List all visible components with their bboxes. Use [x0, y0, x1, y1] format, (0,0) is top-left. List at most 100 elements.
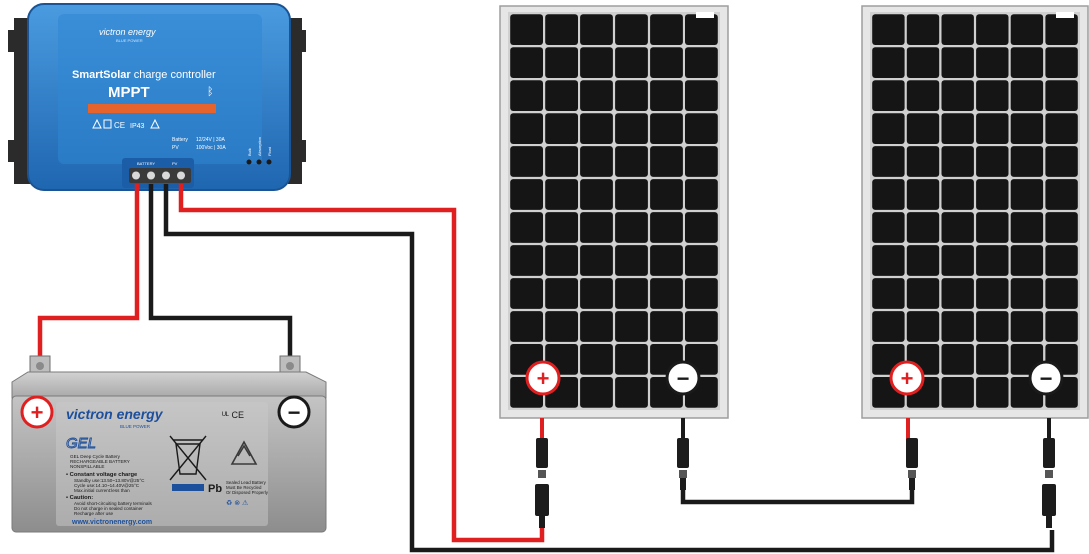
solar-cell	[941, 377, 974, 408]
svg-text:Float: Float	[267, 146, 272, 156]
solar-cell	[615, 311, 648, 342]
panel-2-mc4-minus	[1042, 438, 1056, 528]
solar-cell	[1045, 113, 1078, 144]
solar-cell	[906, 179, 940, 210]
solar-cell	[510, 311, 543, 342]
controller-spec-table: Battery 12/24V | 30A PV 100Voc | 30A	[172, 137, 226, 151]
solar-cell	[976, 113, 1009, 144]
solar-cell	[510, 245, 543, 276]
bluetooth-icon: ᛒ	[207, 86, 214, 98]
wire-battery-negative	[148, 184, 293, 372]
solar-cell	[906, 14, 940, 45]
solar-cell	[580, 377, 613, 408]
solar-cell	[510, 113, 543, 144]
wire-battery-positive	[37, 184, 140, 372]
solar-cell	[545, 278, 578, 309]
svg-text:PV: PV	[172, 161, 178, 166]
svg-text:Max.initial current:less than: Max.initial current:less than	[74, 488, 130, 493]
status-leds: Bulk Absorption Float	[246, 137, 272, 165]
solar-cell	[650, 80, 683, 111]
solar-cell	[1045, 179, 1078, 210]
panel-1-label	[696, 12, 714, 18]
solar-cell	[615, 377, 648, 408]
solar-cell	[1010, 14, 1044, 45]
terminal-battery-plus	[132, 171, 140, 180]
wire-panel-series-link	[680, 488, 915, 505]
svg-text:Do not charge in sealed contai: Do not charge in sealed container	[74, 506, 143, 511]
solar-cell	[545, 14, 578, 45]
solar-cell	[685, 245, 718, 276]
svg-text:Recharge after use: Recharge after use	[74, 511, 114, 516]
panel-1-mc4-minus	[677, 438, 689, 490]
solar-cell	[685, 14, 718, 45]
solar-panel-1: + −	[499, 5, 729, 528]
solar-cell	[650, 212, 683, 243]
battery-pb-bar	[172, 484, 204, 491]
svg-text:Sealed Lead Battery: Sealed Lead Battery	[226, 480, 267, 485]
solar-cell	[650, 311, 683, 342]
svg-text:Cycle use:14.10~14.40V@25°C: Cycle use:14.10~14.40V@25°C	[74, 483, 140, 488]
panel-2-mc4-plus	[906, 438, 918, 490]
solar-cell	[872, 113, 905, 144]
solar-cell	[615, 146, 648, 177]
solar-cell	[650, 278, 683, 309]
panel-1-cells	[510, 14, 718, 408]
solar-cell	[615, 245, 648, 276]
solar-cell	[941, 245, 974, 276]
solar-cell	[941, 80, 974, 111]
solar-cell	[976, 80, 1009, 111]
solar-cell	[545, 113, 578, 144]
terminal-pv-plus	[177, 171, 185, 180]
solar-cell	[976, 311, 1009, 342]
solar-cell	[685, 146, 718, 177]
solar-cell	[685, 311, 718, 342]
solar-cell	[1010, 113, 1044, 144]
controller-terminal-block: BATTERY PV	[122, 158, 194, 188]
solar-cell	[906, 80, 940, 111]
solar-cell	[1010, 80, 1044, 111]
solar-cell	[615, 80, 648, 111]
solar-cell	[580, 212, 613, 243]
solar-cell	[615, 179, 648, 210]
solar-cell	[906, 278, 940, 309]
battery-minus-badge: −	[277, 395, 311, 429]
solar-cell	[1010, 311, 1044, 342]
solar-cell	[615, 47, 648, 78]
solar-cell	[1010, 146, 1044, 177]
solar-cell	[976, 377, 1009, 408]
solar-cell	[510, 14, 543, 45]
battery-brand-sub: BLUE POWER	[120, 424, 151, 429]
solar-cell	[650, 146, 683, 177]
solar-cell	[941, 344, 974, 375]
battery-charge-info: • Constant voltage charge Standby use:13…	[66, 472, 145, 493]
svg-text:−: −	[288, 400, 301, 425]
solar-cell	[1010, 212, 1044, 243]
svg-text:−: −	[677, 366, 690, 391]
solar-cell	[1045, 278, 1078, 309]
solar-cell	[941, 14, 974, 45]
solar-cell	[906, 113, 940, 144]
solar-cell	[580, 80, 613, 111]
solar-cell	[510, 179, 543, 210]
solar-cell	[510, 146, 543, 177]
solar-cell	[650, 179, 683, 210]
controller-brand-sub: BLUE POWER	[116, 38, 143, 43]
solar-cell	[1010, 47, 1044, 78]
battery-recycle-text: Sealed Lead Battery Must Be Recycled Or …	[226, 480, 269, 495]
svg-text:PV: PV	[172, 145, 179, 151]
solar-cell	[1045, 311, 1078, 342]
battery-website: www.victronenergy.com	[71, 519, 152, 526]
solar-cell	[615, 14, 648, 45]
solar-cell	[872, 14, 905, 45]
solar-cell	[650, 113, 683, 144]
solar-cell	[650, 47, 683, 78]
solar-cell	[906, 146, 940, 177]
solar-cell	[510, 47, 543, 78]
mppt-charge-controller: victron energy BLUE POWER SmartSolar cha…	[8, 3, 306, 191]
battery-bottom-icons: ♻ ⊗ ⚠	[226, 499, 248, 507]
solar-cell	[976, 47, 1009, 78]
solar-cell	[545, 47, 578, 78]
svg-text:Or Disposed Properly: Or Disposed Properly	[226, 490, 269, 495]
solar-cell	[872, 245, 905, 276]
solar-cell	[650, 245, 683, 276]
